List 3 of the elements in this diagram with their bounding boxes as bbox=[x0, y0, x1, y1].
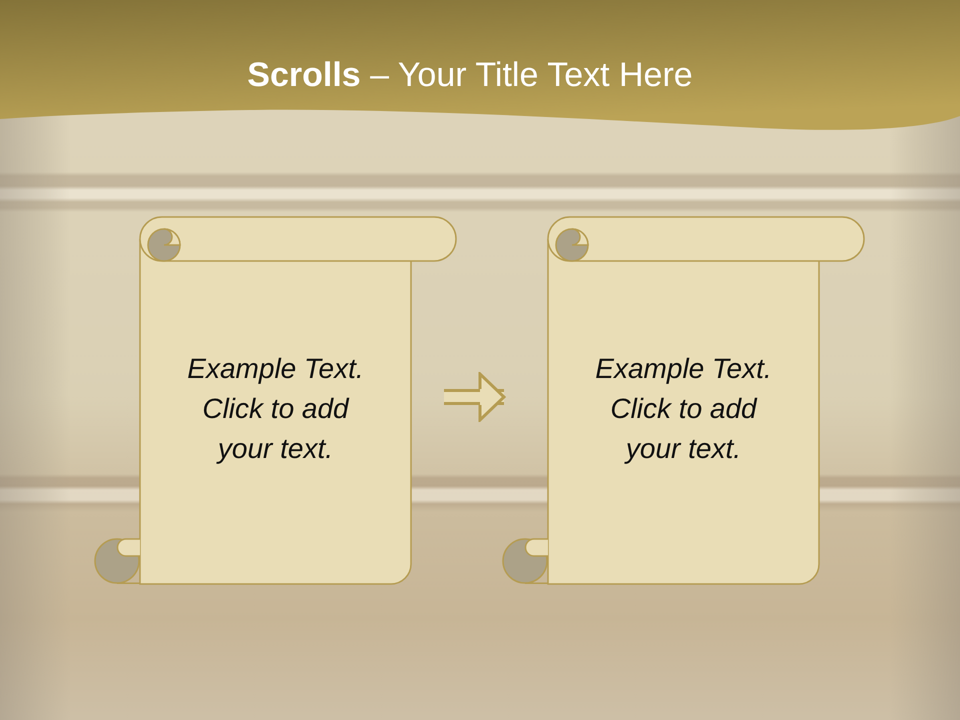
scroll-text: Example Text. Click to add your text. bbox=[594, 352, 773, 466]
slide-title: Scrolls – Your Title Text Here bbox=[246, 55, 694, 96]
scroll-text: Example Text. Click to add your text. bbox=[186, 352, 365, 466]
